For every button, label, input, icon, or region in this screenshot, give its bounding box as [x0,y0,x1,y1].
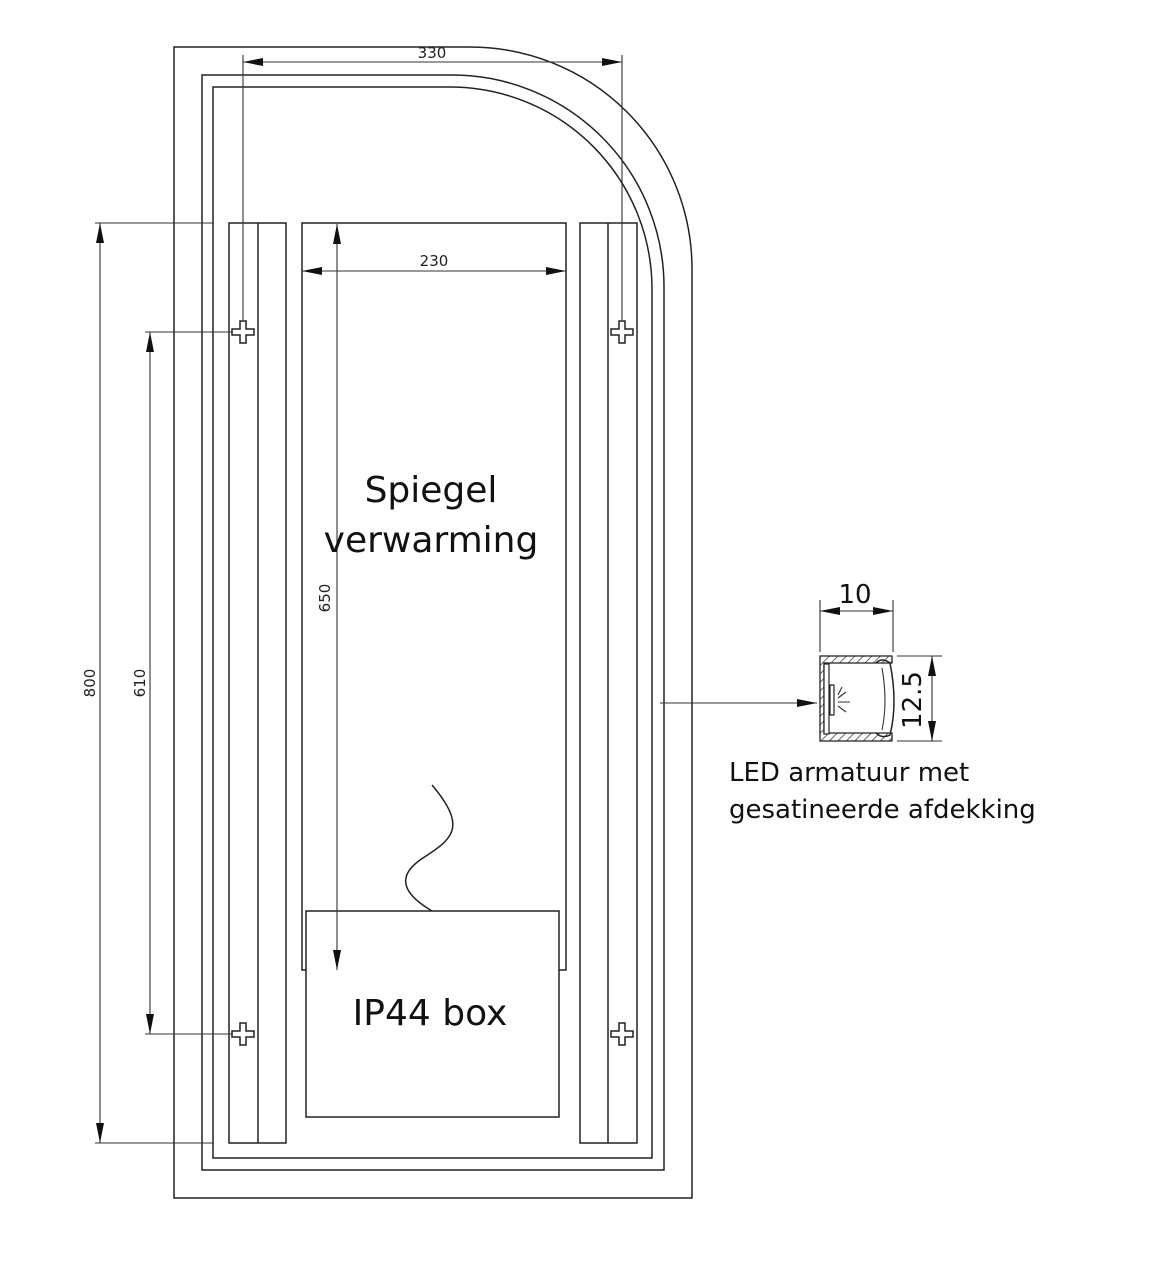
screw-hole-icon [231,1022,255,1046]
dimension-650: 650 [316,224,341,970]
dimension-12-5: 12.5 [897,655,942,742]
led-caption-line1: LED armatuur met [729,758,969,788]
dimension-label: 610 [131,669,149,698]
dimension-610: 610 [131,331,232,1035]
cable [404,784,454,912]
led-profile-section [819,655,895,742]
mirror-led-outline-inner [212,86,653,1159]
mount-strip-left [228,222,287,1144]
screw-hole-icon [610,320,634,344]
dimension-label: 10 [838,580,871,610]
dimension-label: 330 [418,44,447,62]
screw-hole-icon [231,320,255,344]
mirror-led-outline-outer [201,74,665,1171]
dimension-label: 650 [316,584,334,613]
dimension-10: 10 [819,580,894,652]
mount-strip-right [579,222,638,1144]
dimension-label: 800 [81,669,99,698]
led-caption-line2: gesatineerde afdekking [729,795,1036,825]
ip44-box-label: IP44 box [353,993,508,1034]
screw-hole-icons [231,320,634,1046]
dimension-label: 230 [420,252,449,270]
dimension-230: 230 [302,252,566,275]
screw-hole-icon [610,1022,634,1046]
dimension-label: 12.5 [898,671,928,729]
mirror-heating-label-line2: verwarming [324,520,539,561]
ip44-box [305,910,560,1118]
mirror-outer-outline [173,46,693,1199]
mirror-heating-label-line1: Spiegel [365,470,498,511]
mirror-heating-pad [301,222,567,971]
dimension-330: 330 [242,44,623,320]
dimension-800: 800 [81,222,213,1144]
